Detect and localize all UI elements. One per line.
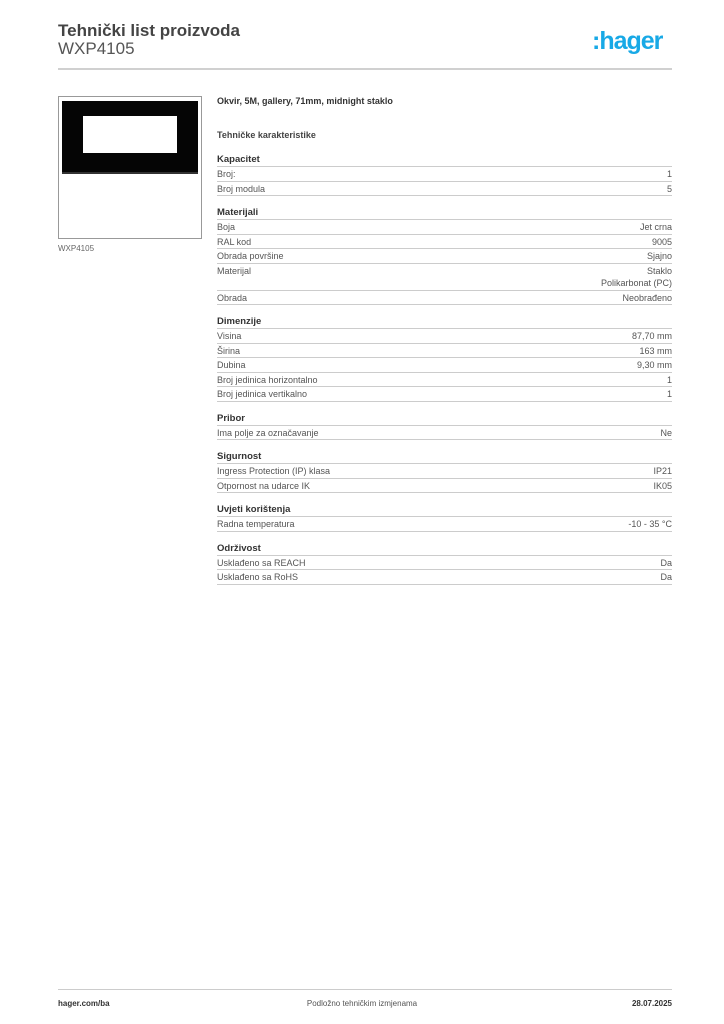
spec-row: Ingress Protection (IP) klasa IP21 [217,464,672,479]
spec-row: Obrada Neobrađeno [217,291,672,305]
spec-label: Dubina [217,360,246,370]
spec-row: Dubina 9,30 mm [217,358,672,373]
spec-value: IP21 [653,466,672,476]
spec-row: Otpornost na udarce IK IK05 [217,479,672,493]
section-title: Dimenzije [217,316,672,329]
frame-illustration [62,101,198,174]
spec-label: Boja [217,222,236,232]
spec-row: Usklađeno sa REACH Da [217,556,672,570]
footer-date: 28.07.2025 [631,999,672,1008]
image-caption: WXP4105 [58,244,95,253]
section-title: Održivost [217,543,672,556]
page-title: Tehnički list proizvoda [58,21,240,40]
spec-content: Okvir, 5M, gallery, 71mm, midnight stakl… [217,95,672,585]
spec-label: Ima polje za označavanje [217,427,319,438]
spec-row: Usklađeno sa RoHS Da [217,570,672,585]
spec-label: RAL kod [217,236,252,247]
spec-label: Broj: [217,169,236,179]
spec-row: Broj jedinica horizontalno 1 [217,373,672,387]
section-title: Materijali [217,207,672,220]
spec-label: Broj jedinica horizontalno [217,374,318,385]
section-title: Sigurnost [217,451,672,464]
spec-value: Jet crna [639,222,672,232]
spec-value: IK05 [653,480,672,491]
spec-label: Obrada površine [217,251,284,261]
spec-row: RAL kod 9005 [217,235,672,249]
spec-label: Usklađeno sa REACH [217,557,306,568]
tech-heading: Tehničke karakteristike [217,130,316,140]
section-title: Kapacitet [217,154,672,167]
spec-row: Visina 87,70 mm [217,329,672,344]
spec-value: Da [660,572,672,582]
spec-row: Broj modula 5 [217,182,672,196]
spec-label: Broj modula [217,183,266,194]
footer-note: Podložno tehničkim izmjenama [306,999,418,1008]
hager-logo: :hager [592,27,663,55]
section-title: Pribor [217,413,672,426]
spec-label: Usklađeno sa RoHS [217,572,299,582]
spec-row: Širina 163 mm [217,344,672,358]
spec-value: Neobrađeno [622,292,672,303]
spec-value: 87,70 mm [631,331,672,341]
spec-value: Da [660,557,672,568]
spec-label: Otpornost na udarce IK [217,480,311,491]
spec-label: Materijal [217,265,252,276]
spec-value: 5 [666,183,672,194]
spec-value: 1 [666,169,672,179]
spec-value: Sjajno [646,251,672,261]
spec-row: Boja Jet crna [217,220,672,235]
spec-label: Ingress Protection (IP) klasa [217,466,331,476]
product-image [58,96,202,239]
spec-value: 1 [666,389,672,399]
spec-value: 1 [666,374,672,385]
spec-value: 163 mm [639,345,672,356]
spec-value: 9005 [651,236,672,247]
spec-label: Radna temperatura [217,519,295,529]
spec-value: 9,30 mm [636,360,672,370]
spec-label: Broj jedinica vertikalno [217,389,308,399]
footer-website[interactable]: hager.com/ba [58,999,110,1008]
spec-row: Radna temperatura -10 - 35 °C [217,517,672,532]
spec-value: -10 - 35 °C [628,519,672,529]
spec-value: Staklo Polikarbonat (PC) [600,265,672,289]
spec-label: Visina [217,331,242,341]
header-divider [58,68,672,70]
spec-row: Obrada površine Sjajno [217,249,672,264]
spec-label: Širina [217,345,241,356]
spec-value: Ne [660,427,672,438]
spec-row: Broj jedinica vertikalno 1 [217,387,672,402]
frame-opening [83,116,177,153]
footer-divider [58,989,672,990]
spec-label: Obrada [217,292,248,303]
spec-row: Materijal Staklo Polikarbonat (PC) [217,264,672,291]
product-code: WXP4105 [58,39,135,58]
product-description: Okvir, 5M, gallery, 71mm, midnight stakl… [217,96,393,106]
spec-row: Broj: 1 [217,167,672,182]
section-title: Uvjeti korištenja [217,504,672,517]
spec-row: Ima polje za označavanje Ne [217,426,672,440]
